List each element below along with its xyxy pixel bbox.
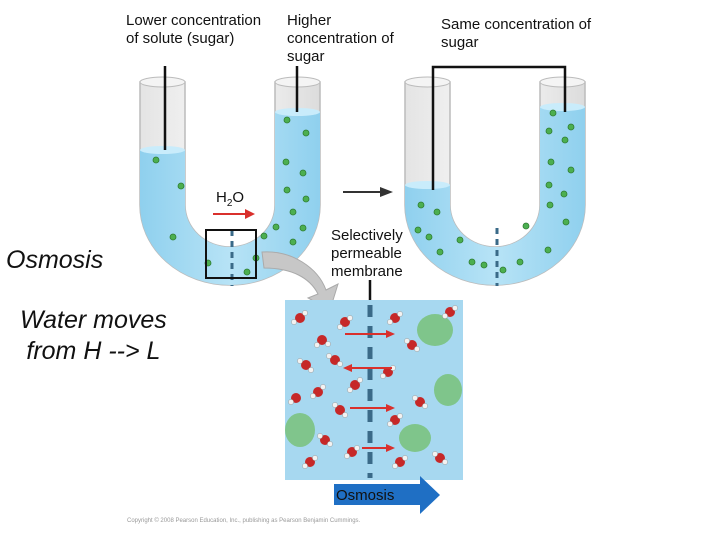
flow-arrows — [343, 330, 395, 452]
label-h2o: H2O — [216, 189, 244, 209]
u-tube-before — [139, 76, 321, 286]
osmosis-arrow-shape — [334, 476, 440, 514]
h2o-h: H — [216, 189, 227, 206]
sugar-molecules-right — [252, 116, 310, 262]
label-selectively-permeable-membrane: Selectively permeable membrane — [331, 227, 403, 280]
sugar-clusters — [285, 314, 462, 452]
water-moves-line1: Water moves — [20, 306, 167, 334]
process-arrow — [343, 187, 393, 197]
label-higher-concentration: Higher concentration of sugar — [287, 12, 394, 65]
magnified-view — [285, 300, 463, 480]
zoom-box — [205, 229, 257, 279]
copyright-notice: Copyright © 2008 Pearson Education, Inc.… — [127, 518, 361, 524]
water-molecules — [288, 305, 458, 469]
label-same-concentration: Same concentration of sugar — [441, 16, 592, 51]
title-osmosis: Osmosis — [6, 246, 104, 274]
u-tube-after — [404, 76, 586, 286]
label-lower-concentration: Lower concentration of solute (sugar) — [126, 12, 262, 47]
water-moves-line2: from H --> L — [26, 337, 161, 365]
sugar-molecules-equal — [414, 109, 575, 274]
h2o-arrow — [213, 209, 255, 219]
osmosis-arrow-label: Osmosis — [336, 487, 395, 504]
h2o-o: O — [232, 189, 245, 206]
h2o-sub: 2 — [226, 198, 233, 209]
water-moves-caption: Water moves from H --> L — [20, 305, 167, 367]
